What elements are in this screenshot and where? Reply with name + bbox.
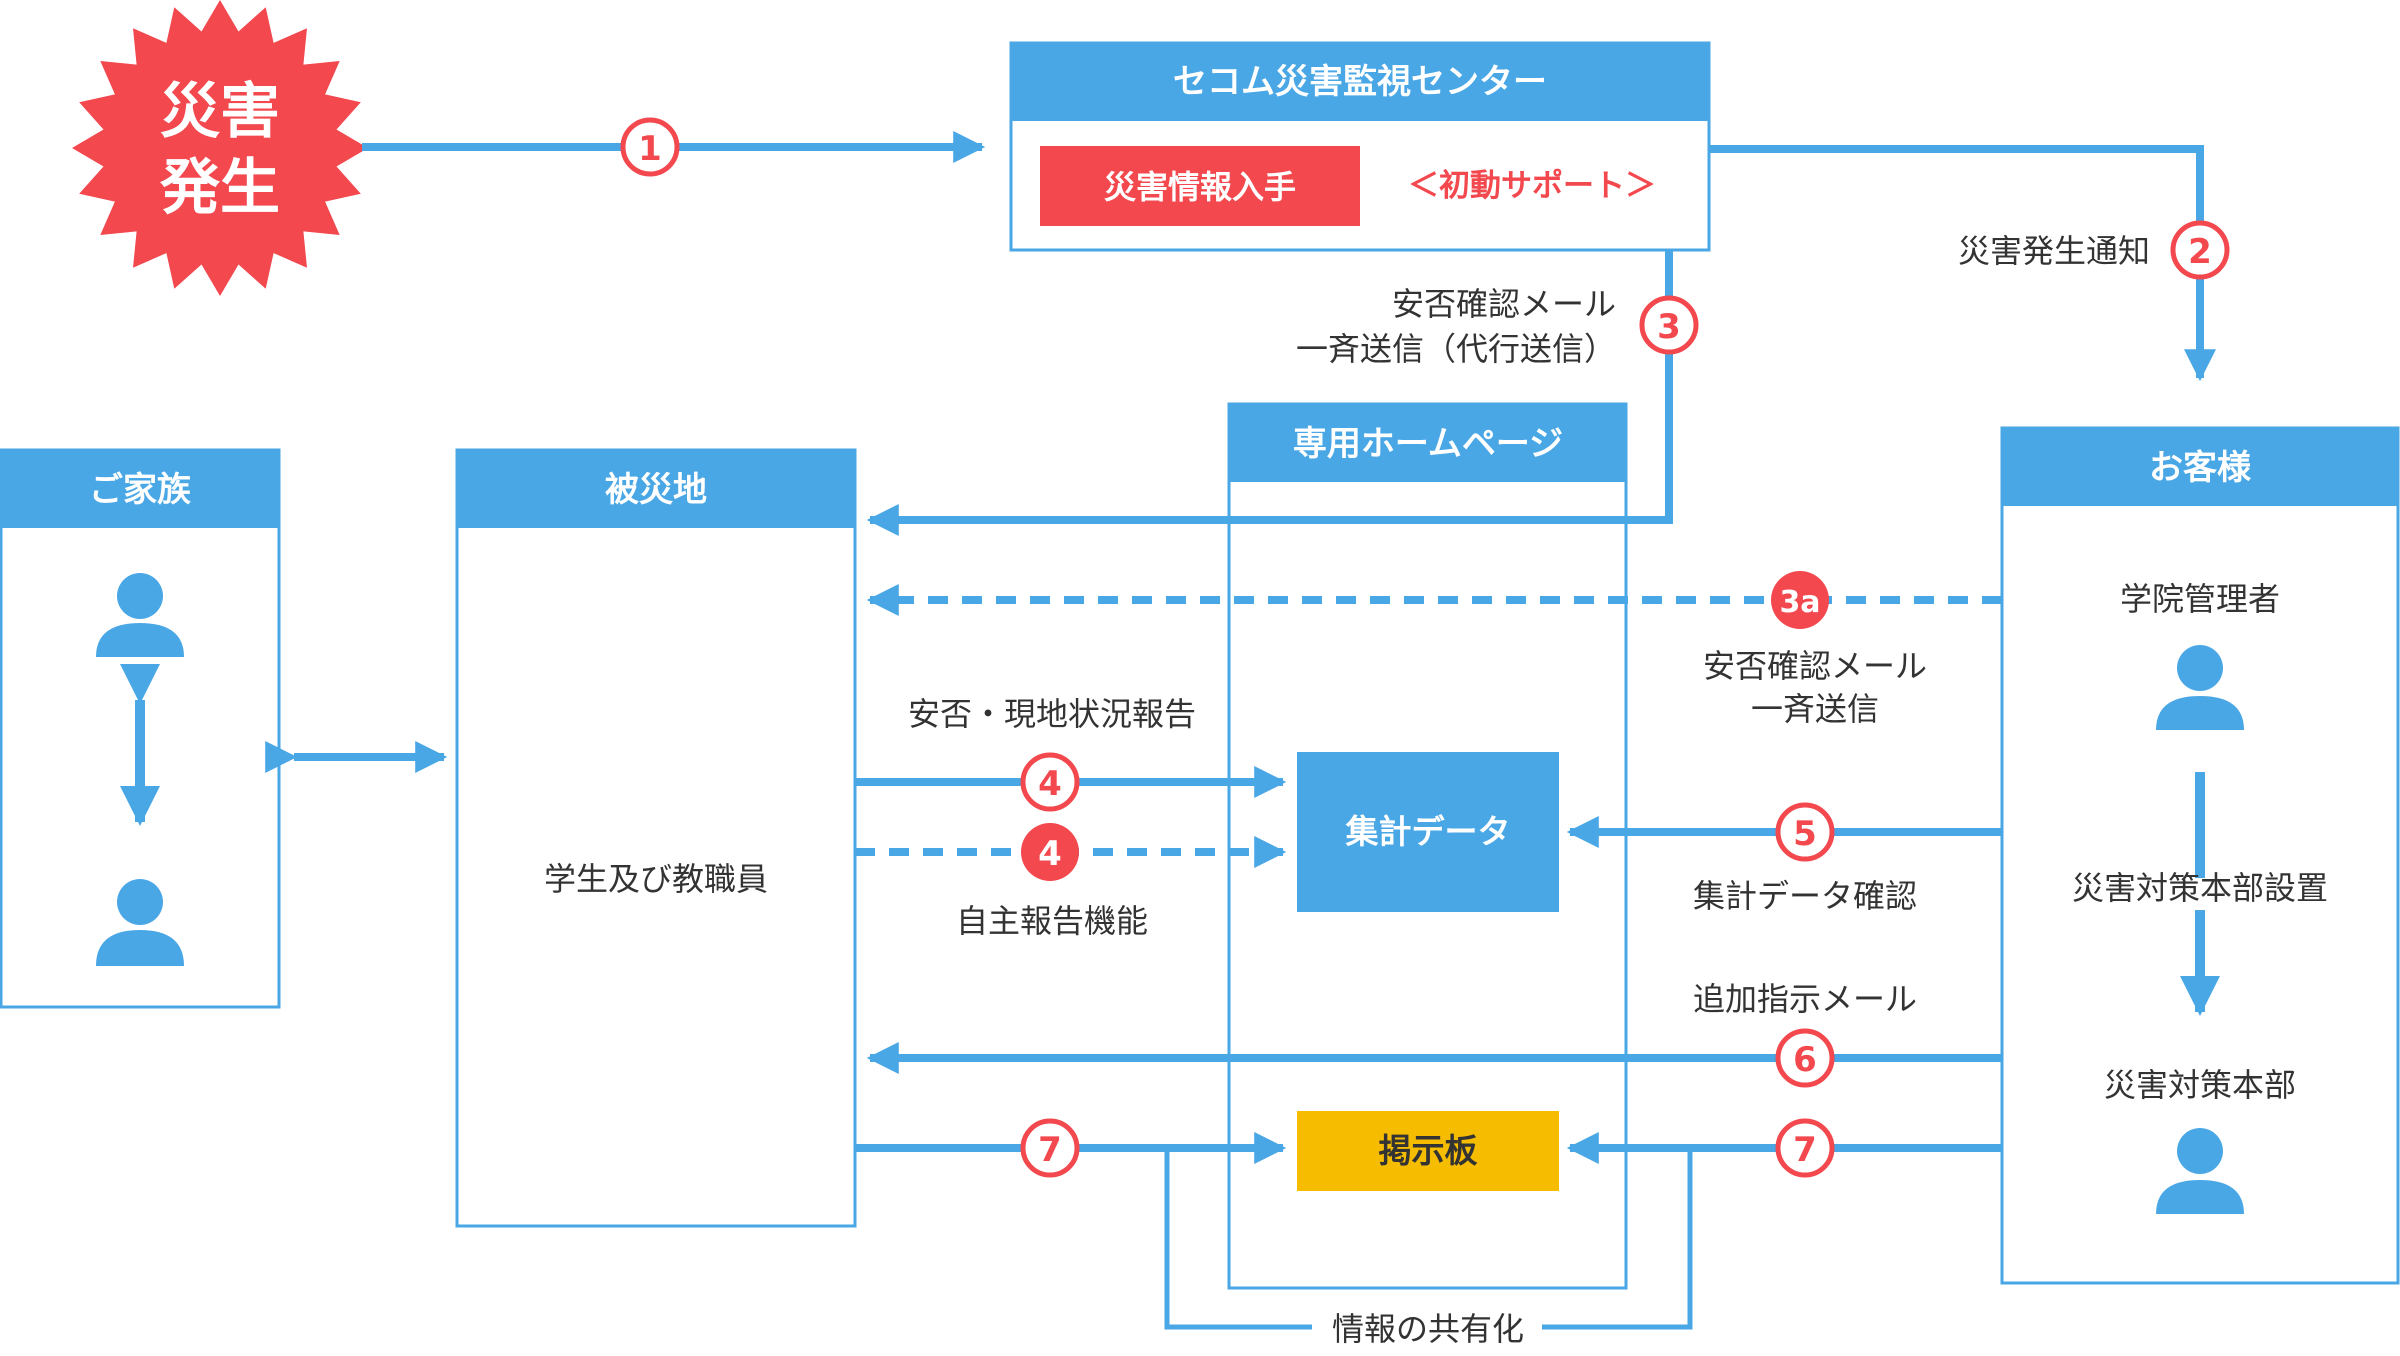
disaster-occurrence-burst: 災害 発生 [72, 0, 368, 296]
safety-mail-line2: 一斉送信（代行送信） [1296, 330, 1616, 368]
step-number: 5 [1793, 814, 1817, 854]
family-box: ご家族 [0, 448, 281, 1009]
person-icon [2156, 1128, 2244, 1214]
step-badge-7-right: 7 [1775, 1118, 1835, 1178]
safety-mail-line1: 安否確認メール [1392, 285, 1616, 323]
step-number: 6 [1793, 1040, 1817, 1080]
disaster-area-title: 被災地 [605, 470, 707, 510]
step-number: 3 [1657, 307, 1681, 347]
step-badges: 1 2 3 3a 4 4 5 6 [620, 117, 2230, 1178]
step-number: 4 [1038, 834, 1062, 874]
students-staff-label: 学生及び教職員 [544, 860, 768, 898]
arrow-step2 [1709, 145, 2216, 382]
step-badge-4: 4 [1020, 752, 1080, 812]
flow-labels: 災害発生通知 安否確認メール 一斉送信（代行送信） 安否確認メール 一斉送信 安… [908, 232, 2150, 1350]
bulletin-board-label: 掲示板 [1379, 1131, 1478, 1170]
step-badge-4-self-report: 4 [1021, 823, 1079, 881]
step-number: 7 [1038, 1130, 1062, 1170]
burst-line2: 発生 [160, 153, 280, 223]
extra-mail-label: 追加指示メール [1693, 980, 1917, 1018]
self-report-label: 自主報告機能 [956, 902, 1148, 940]
step-number: 3a [1779, 585, 1820, 620]
info-sharing-label: 情報の共有化 [1332, 1310, 1524, 1348]
customer-title: お客様 [2149, 448, 2252, 488]
aggregate-data-box [1297, 752, 1559, 912]
aggregate-check-label: 集計データ確認 [1693, 877, 1917, 915]
homepage-title: 専用ホームページ [1293, 424, 1563, 464]
aggregate-data-label: 集計データ [1345, 812, 1511, 851]
info-acquired-box [1040, 146, 1360, 226]
person-icon [96, 879, 184, 966]
step-badge-2: 2 [2170, 220, 2230, 280]
burst-shape [72, 0, 368, 296]
step-badge-1: 1 [620, 117, 680, 177]
initial-support-label: ＜初動サポート＞ [1408, 168, 1656, 204]
hq-setup-label: 災害対策本部設置 [2072, 869, 2328, 907]
notify-label: 災害発生通知 [1958, 232, 2150, 270]
status-report-label: 安否・現地状況報告 [908, 695, 1196, 733]
step-number: 4 [1038, 764, 1062, 804]
customer-box: お客様 学院管理者 災害対策本部設置 災害対策本部 [2000, 426, 2400, 1285]
step-badge-3: 3 [1639, 295, 1699, 355]
broadcast-line2: 一斉送信 [1751, 690, 1879, 728]
person-icon [2156, 645, 2244, 730]
secom-monitoring-center: セコム災害監視センター 災害情報入手 ＜初動サポート＞ [1009, 41, 1711, 252]
center-title: セコム災害監視センター [1173, 62, 1547, 102]
school-manager-label: 学院管理者 [2120, 580, 2280, 618]
step-badge-7-left: 7 [1020, 1118, 1080, 1178]
step-number: 2 [2188, 232, 2212, 272]
broadcast-line1: 安否確認メール [1703, 647, 1927, 685]
disaster-area-box: 被災地 学生及び教職員 [455, 448, 857, 1228]
step-number: 7 [1793, 1130, 1817, 1170]
step-badge-6: 6 [1775, 1028, 1835, 1088]
step-badge-3a: 3a [1771, 571, 1829, 629]
disaster-hq-label: 災害対策本部 [2104, 1066, 2296, 1104]
bulletin-board-box [1297, 1111, 1559, 1191]
info-acquired-label: 災害情報入手 [1104, 168, 1296, 206]
burst-line1: 災害 [160, 77, 280, 147]
person-icon [96, 573, 184, 657]
step-number: 1 [638, 129, 662, 169]
step-badge-5: 5 [1775, 802, 1835, 862]
family-title: ご家族 [89, 470, 191, 510]
dedicated-homepage-box: 専用ホームページ 集計データ 掲示板 [1227, 402, 1628, 1290]
